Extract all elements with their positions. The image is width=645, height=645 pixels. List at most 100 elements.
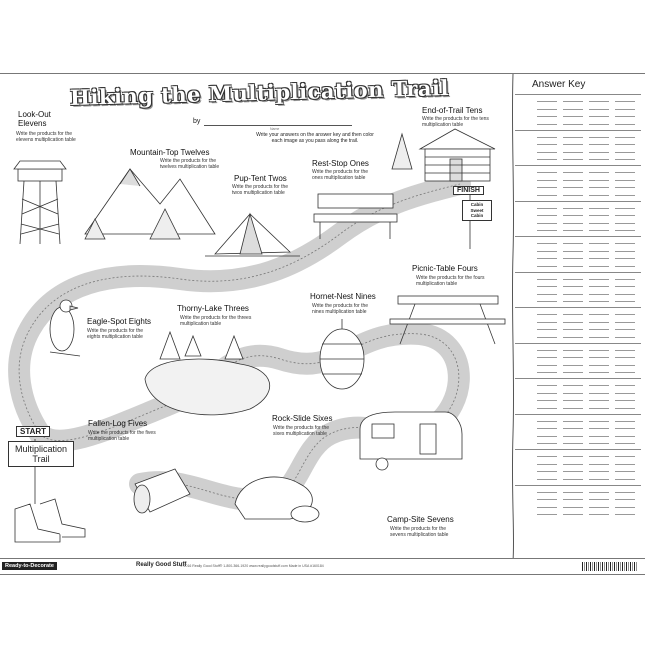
answer-line[interactable] [615, 230, 635, 231]
answer-line[interactable] [537, 478, 557, 480]
answer-line[interactable] [537, 250, 557, 252]
answer-line[interactable] [537, 230, 557, 231]
answer-line[interactable] [589, 463, 609, 465]
answer-line[interactable] [537, 136, 557, 138]
answer-line[interactable] [537, 463, 557, 465]
answer-line[interactable] [563, 123, 583, 125]
answer-line[interactable] [537, 179, 557, 181]
answer-line[interactable] [589, 207, 609, 209]
answer-line[interactable] [589, 349, 609, 351]
answer-line[interactable] [537, 151, 557, 153]
answer-line[interactable] [563, 207, 583, 209]
answer-line[interactable] [615, 286, 635, 287]
answer-line[interactable] [615, 336, 635, 338]
answer-line[interactable] [563, 301, 583, 302]
answer-line[interactable] [563, 372, 583, 373]
answer-line[interactable] [563, 258, 583, 259]
answer-line[interactable] [563, 230, 583, 231]
answer-line[interactable] [537, 443, 557, 444]
answer-line[interactable] [563, 194, 583, 196]
answer-line[interactable] [615, 194, 635, 196]
answer-line[interactable] [615, 293, 635, 295]
answer-line[interactable] [589, 420, 609, 422]
answer-line[interactable] [537, 101, 557, 102]
answer-line[interactable] [589, 336, 609, 338]
answer-line[interactable] [589, 258, 609, 259]
answer-line[interactable] [615, 435, 635, 437]
answer-line[interactable] [589, 144, 609, 145]
answer-line[interactable] [589, 364, 609, 366]
answer-line[interactable] [589, 116, 609, 117]
name-line[interactable] [204, 125, 352, 126]
answer-line[interactable] [537, 514, 557, 515]
answer-line[interactable] [537, 222, 557, 224]
answer-line[interactable] [537, 392, 557, 394]
answer-row[interactable] [515, 449, 641, 484]
answer-line[interactable] [589, 400, 609, 401]
answer-line[interactable] [615, 463, 635, 465]
answer-line[interactable] [589, 250, 609, 252]
answer-line[interactable] [537, 372, 557, 373]
answer-line[interactable] [615, 499, 635, 500]
answer-line[interactable] [563, 428, 583, 429]
answer-line[interactable] [615, 329, 635, 330]
answer-line[interactable] [589, 230, 609, 231]
answer-line[interactable] [589, 321, 609, 323]
answer-line[interactable] [563, 144, 583, 145]
answer-line[interactable] [615, 321, 635, 323]
answer-line[interactable] [537, 491, 557, 493]
answer-line[interactable] [537, 194, 557, 196]
answer-line[interactable] [615, 136, 635, 138]
answer-line[interactable] [615, 250, 635, 252]
answer-line[interactable] [537, 108, 557, 110]
answer-line[interactable] [615, 357, 635, 358]
answer-line[interactable] [563, 293, 583, 295]
answer-line[interactable] [589, 314, 609, 315]
answer-line[interactable] [615, 443, 635, 444]
answer-line[interactable] [537, 420, 557, 422]
answer-line[interactable] [537, 428, 557, 429]
answer-row[interactable] [515, 165, 641, 200]
answer-line[interactable] [537, 187, 557, 188]
answer-line[interactable] [615, 258, 635, 259]
answer-line[interactable] [563, 159, 583, 160]
answer-line[interactable] [537, 329, 557, 330]
answer-line[interactable] [537, 314, 557, 315]
answer-line[interactable] [589, 372, 609, 373]
answer-row[interactable] [515, 236, 641, 271]
answer-line[interactable] [589, 407, 609, 409]
answer-line[interactable] [537, 293, 557, 295]
answer-line[interactable] [563, 456, 583, 457]
answer-line[interactable] [615, 151, 635, 153]
answer-line[interactable] [615, 407, 635, 409]
answer-line[interactable] [563, 463, 583, 465]
answer-line[interactable] [537, 278, 557, 280]
answer-line[interactable] [615, 385, 635, 386]
answer-line[interactable] [615, 215, 635, 216]
answer-line[interactable] [537, 357, 557, 358]
answer-line[interactable] [615, 349, 635, 351]
answer-line[interactable] [615, 420, 635, 422]
answer-line[interactable] [563, 385, 583, 386]
answer-line[interactable] [589, 385, 609, 386]
answer-line[interactable] [615, 179, 635, 181]
answer-line[interactable] [615, 400, 635, 401]
answer-line[interactable] [537, 499, 557, 500]
answer-line[interactable] [615, 372, 635, 373]
answer-line[interactable] [537, 471, 557, 472]
answer-line[interactable] [563, 187, 583, 188]
answer-line[interactable] [537, 286, 557, 287]
answer-line[interactable] [563, 215, 583, 216]
answer-line[interactable] [589, 108, 609, 110]
answer-line[interactable] [537, 301, 557, 302]
answer-line[interactable] [589, 172, 609, 173]
answer-line[interactable] [589, 471, 609, 472]
answer-line[interactable] [589, 491, 609, 493]
answer-line[interactable] [537, 215, 557, 216]
answer-line[interactable] [615, 108, 635, 110]
answer-line[interactable] [563, 265, 583, 267]
answer-line[interactable] [615, 265, 635, 267]
answer-line[interactable] [615, 364, 635, 366]
answer-line[interactable] [589, 187, 609, 188]
answer-line[interactable] [615, 222, 635, 224]
